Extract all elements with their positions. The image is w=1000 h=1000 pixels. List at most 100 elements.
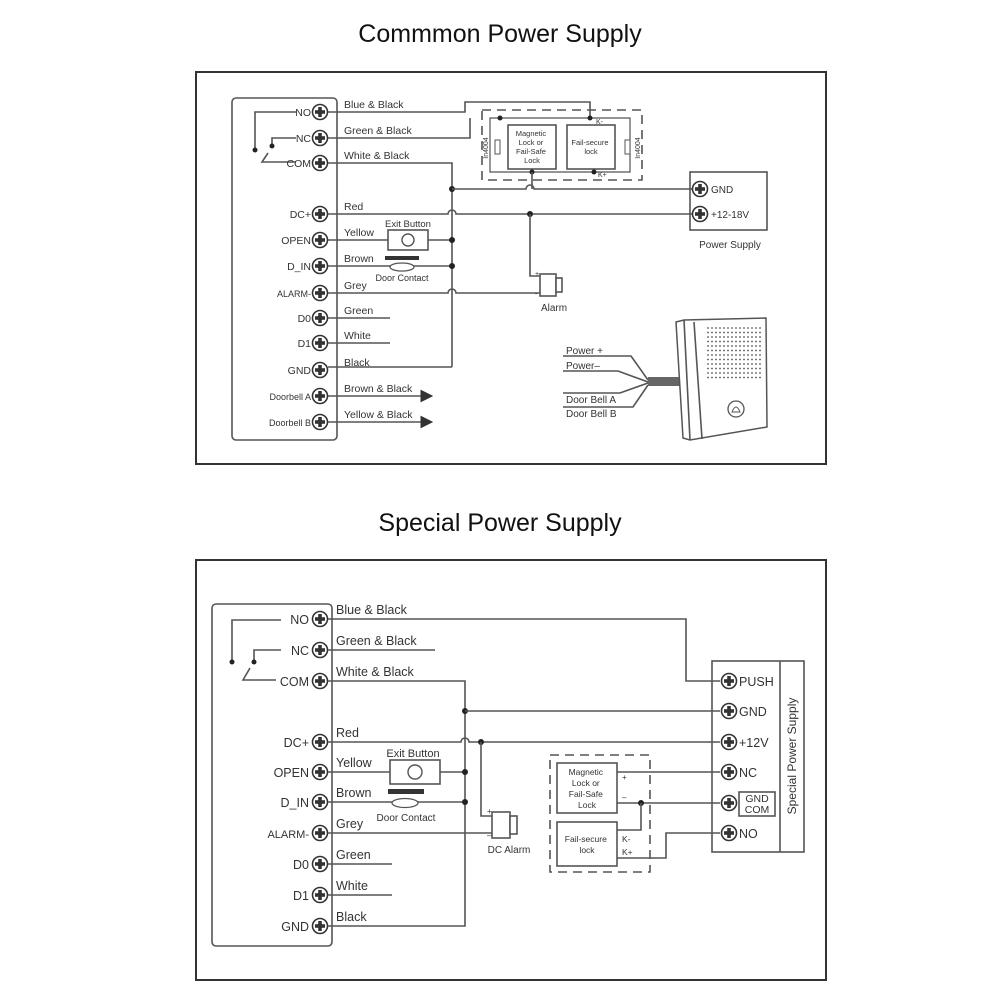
psu-terminal-label: +12V [739, 736, 769, 750]
doorbell-wire-bell-a: Door Bell A [566, 395, 616, 406]
fail-secure-lock-box-special [556, 821, 618, 867]
dc-alarm-symbol [491, 811, 511, 839]
wire-color-label: Green & Black [344, 125, 412, 137]
wire-color-label: Brown & Black [344, 383, 413, 395]
dc-alarm-minus: – [487, 831, 492, 840]
wire-color-label: Yellow & Black [344, 409, 413, 421]
wire-color-label: Yellow [344, 227, 374, 239]
terminal-screw-icon [311, 641, 329, 659]
terminal-screw-icon [311, 387, 329, 405]
common-power-supply-title: Commmon Power Supply [358, 20, 642, 48]
terminal-screw-icon [311, 284, 329, 302]
special-power-supply-box [711, 660, 805, 853]
terminal-screw-icon [311, 793, 329, 811]
wire-color-label: Red [336, 726, 359, 740]
terminal-screw-icon [311, 129, 329, 147]
k-minus-label-special: K- [622, 834, 631, 844]
wire-color-label: White [344, 330, 371, 342]
wire-color-label: Black [344, 357, 370, 369]
terminal-screw-icon [311, 886, 329, 904]
terminal-label: OPEN [281, 235, 311, 247]
terminal-label: D_IN [287, 261, 311, 273]
terminal-label: D0 [298, 313, 312, 325]
terminal-label: DC+ [284, 736, 309, 750]
wire-color-label: Green [336, 848, 371, 862]
diode-right [624, 139, 631, 155]
terminal-screw-icon [311, 309, 329, 327]
terminal-label: D_IN [281, 796, 309, 810]
alarm-plus: + [535, 271, 539, 278]
exit-button-label-special: Exit Button [386, 748, 439, 760]
wire-color-label: Green [344, 305, 373, 317]
power-supply-label: Power Supply [699, 240, 761, 251]
mag-lock-minus: – [622, 793, 627, 802]
terminal-label: NO [290, 613, 309, 627]
doorbell-wire-power-minus: Power– [566, 361, 600, 372]
psu-terminal-screw-icon [720, 733, 738, 751]
controller-box [231, 97, 338, 441]
terminal-screw-icon [311, 855, 329, 873]
diode-label-right: In4004 [635, 137, 642, 159]
terminal-screw-icon [311, 763, 329, 781]
wire-color-label: White & Black [336, 665, 415, 679]
terminal-label: NC [296, 133, 312, 145]
special-power-supply-label: Special Power Supply [785, 698, 799, 815]
diode-label-left: In4004 [483, 137, 490, 159]
terminal-label: Doorbell B [269, 418, 311, 428]
psu-terminal-screw-icon [720, 824, 738, 842]
terminal-label: D1 [298, 338, 312, 350]
doorbell-wire-bell-b: Door Bell B [566, 409, 617, 420]
terminal-screw-icon [311, 413, 329, 431]
terminal-label: OPEN [274, 766, 309, 780]
terminal-screw-icon [311, 917, 329, 935]
psu-terminal-screw-icon [720, 672, 738, 690]
terminal-label: DC+ [290, 209, 311, 221]
gnd-com-label-com: COM [745, 804, 770, 816]
terminal-screw-icon [311, 205, 329, 223]
fail-secure-lock-label-special: Fail-secure lock [565, 834, 609, 855]
gnd-com-label-gnd: GND [745, 793, 769, 805]
wire-color-label: Yellow [336, 756, 373, 770]
magnetic-lock-label-special: Magnetic Lock or Fail-Safe Lock [569, 767, 606, 810]
terminal-screw-icon [311, 103, 329, 121]
controller-box-special [211, 603, 333, 947]
magnetic-lock-label: Magnetic Lock or Fail-Safe Lock [516, 129, 549, 165]
terminal-label: ALARM- [277, 289, 311, 299]
terminal-label: GND [281, 920, 309, 934]
gnd-com-box [738, 791, 776, 817]
alarm-label: Alarm [541, 303, 567, 314]
terminal-label: Doorbell A [269, 392, 311, 402]
terminal-screw-icon [311, 231, 329, 249]
terminal-screw-icon [311, 610, 329, 628]
special-power-supply-title: Special Power Supply [378, 509, 622, 537]
psu-terminal-screw-icon [720, 763, 738, 781]
terminal-label: ALARM- [267, 829, 309, 841]
terminal-screw-icon [311, 334, 329, 352]
psu-terminal-label: NC [739, 766, 757, 780]
fail-secure-lock-box [566, 124, 616, 170]
wire-color-label: Blue & Black [344, 99, 404, 111]
wire-color-label: Black [336, 910, 367, 924]
lock-area-special [549, 754, 651, 873]
power-supply-box [689, 171, 768, 231]
terminal-label: NO [295, 107, 311, 119]
terminal-label: D1 [293, 889, 309, 903]
special-frame [195, 559, 827, 981]
terminal-screw-icon [311, 361, 329, 379]
common-frame [195, 71, 827, 465]
dc-alarm-plus: + [487, 807, 492, 816]
wire-color-label: White [336, 879, 368, 893]
terminal-screw-icon [311, 672, 329, 690]
terminal-label: D0 [293, 858, 309, 872]
fail-secure-lock-label: Fail-secure lock [571, 138, 610, 156]
exit-button-label: Exit Button [385, 219, 431, 230]
alarm-minus: - [535, 291, 538, 298]
wire-color-label: Grey [344, 280, 368, 292]
psu-terminal-screw-icon [720, 702, 738, 720]
terminal-screw-icon [311, 733, 329, 751]
bell-icon [727, 400, 745, 418]
wire-color-label: Brown [344, 253, 374, 265]
